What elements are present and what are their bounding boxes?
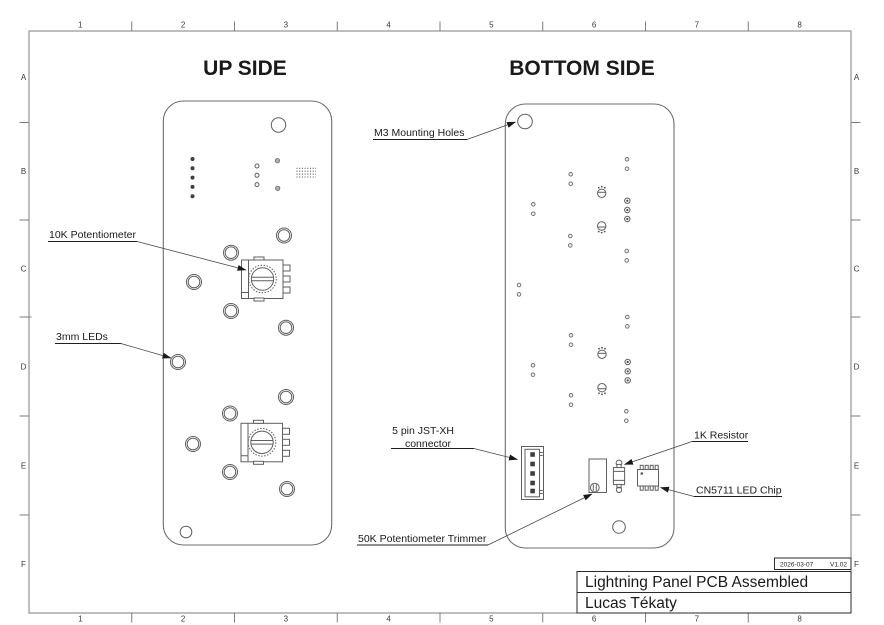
zone-col-label: 5 — [489, 21, 494, 30]
zone-ticks-bottom — [131, 613, 749, 623]
zone-row-label: C — [854, 265, 860, 274]
zone-col-label: 7 — [695, 21, 700, 30]
annotation-50k-trimmer: 50K Potentiometer Trimmer — [357, 493, 593, 546]
zone-col-label: 3 — [284, 615, 289, 624]
trimmer-pads-up — [254, 163, 260, 188]
up-side-title: UP SIDE — [203, 57, 287, 80]
zone-row-label: E — [21, 462, 26, 471]
annotation-1k-resistor: 1K Resistor — [624, 430, 749, 465]
title-block: 2026-03-07 V1.02 Lightning Panel PCB Ass… — [576, 557, 852, 614]
mounting-hole — [517, 113, 533, 130]
drawing-author: Lucas Tékaty — [585, 595, 677, 612]
cn5711-chip — [637, 464, 659, 491]
zone-row-label: B — [21, 167, 26, 176]
zone-col-label: 8 — [797, 615, 802, 624]
sheet-frame — [28, 30, 852, 614]
resistor-pads-up — [274, 158, 281, 191]
zone-col-label: 7 — [695, 615, 700, 624]
zone-col-label: 8 — [797, 21, 802, 30]
zone-col-label: 2 — [181, 615, 186, 624]
zone-row-label: A — [854, 73, 860, 82]
annotation-text: M3 Mounting Holes — [374, 127, 464, 139]
trimmer-potentiometer — [588, 458, 607, 493]
potentiometer-10k — [240, 419, 290, 465]
zone-col-label: 6 — [592, 21, 597, 30]
annotation-text: 1K Resistor — [694, 430, 749, 442]
mounting-hole — [270, 117, 287, 133]
zone-col-label: 5 — [489, 615, 494, 624]
annotation-m3-mounting-holes: M3 Mounting Holes — [373, 121, 516, 140]
potentiometer-10k — [241, 256, 291, 302]
zone-row-label: E — [854, 462, 859, 471]
zone-row-label: B — [854, 167, 859, 176]
zone-col-label: 1 — [78, 615, 83, 624]
zone-col-label: 6 — [592, 615, 597, 624]
zone-col-label: 3 — [284, 21, 289, 30]
annotation-cn5711-led-chip: CN5711 LED Chip — [660, 485, 782, 497]
zone-ticks-right — [851, 122, 861, 516]
zone-row-label: D — [854, 363, 860, 372]
zone-ticks-top — [131, 21, 749, 31]
annotation-text: connector — [405, 438, 452, 450]
zone-row-label: F — [854, 560, 859, 569]
title-block-author-box — [576, 592, 852, 614]
annotation-text: CN5711 LED Chip — [696, 485, 782, 497]
zone-row-label: D — [21, 363, 27, 372]
zone-row-label: A — [21, 73, 27, 82]
zone-row-label: C — [21, 265, 27, 274]
up-side-board-outline — [162, 100, 333, 546]
mounting-hole — [179, 525, 193, 539]
jst-pads-up — [190, 157, 195, 199]
zone-col-label: 1 — [78, 21, 83, 30]
drawing-date: 2026-03-07 — [780, 561, 814, 568]
bottom-side-board-outline — [504, 103, 675, 549]
annotation-text: 10K Potentiometer — [49, 229, 136, 241]
zone-row-label: F — [21, 560, 26, 569]
annotation-jst-connector: 5 pin JST-XH connector — [391, 425, 518, 461]
drawing-title: Lightning Panel PCB Assembled — [585, 574, 808, 591]
annotation-10k-potentiometer: 10K Potentiometer — [48, 229, 247, 271]
drawing-version: V1.02 — [830, 561, 847, 568]
zone-col-label: 4 — [386, 21, 391, 30]
annotation-text: 5 pin JST-XH — [392, 425, 454, 437]
mounting-hole — [612, 520, 626, 534]
title-block-meta-box — [774, 557, 852, 570]
zone-col-label: 4 — [386, 615, 391, 624]
annotation-3mm-leds: 3mm LEDs — [55, 331, 172, 359]
zone-ticks-left — [19, 122, 32, 516]
annotation-text: 3mm LEDs — [56, 331, 108, 343]
annotation-text: 50K Potentiometer Trimmer — [358, 533, 487, 545]
zone-col-label: 2 — [181, 21, 186, 30]
bottom-side-title: BOTTOM SIDE — [509, 57, 654, 80]
